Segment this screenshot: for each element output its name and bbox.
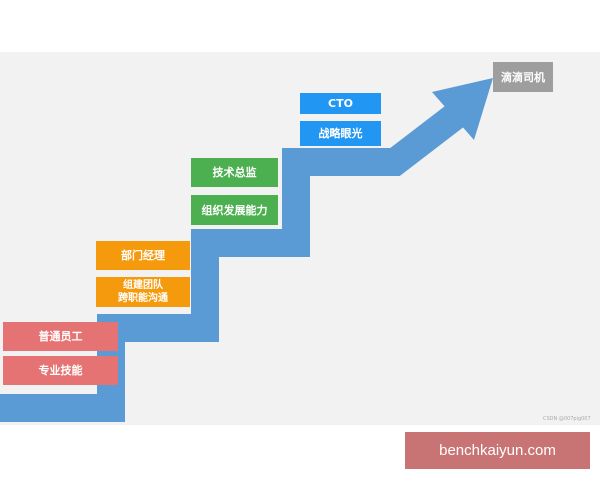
site-banner[interactable]: benchkaiyun.com [405, 432, 590, 469]
level4-title: CTO [300, 93, 381, 114]
level2-skill-line2: 跨职能沟通 [118, 293, 168, 304]
watermark: CSDN @007pig007 [543, 416, 591, 422]
level3-skill: 组织发展能力 [191, 195, 278, 225]
level3-title: 技术总监 [191, 158, 278, 187]
level2-skill: 组建团队 跨职能沟通 [96, 277, 190, 307]
level4-skill: 战略眼光 [300, 121, 381, 146]
goal-box: 滴滴司机 [493, 62, 553, 92]
level1-title: 普通员工 [3, 322, 118, 351]
level2-skill-line1: 组建团队 [123, 280, 163, 291]
arrow-head [432, 78, 493, 140]
level2-title: 部门经理 [96, 241, 190, 270]
level1-skill: 专业技能 [3, 356, 118, 385]
